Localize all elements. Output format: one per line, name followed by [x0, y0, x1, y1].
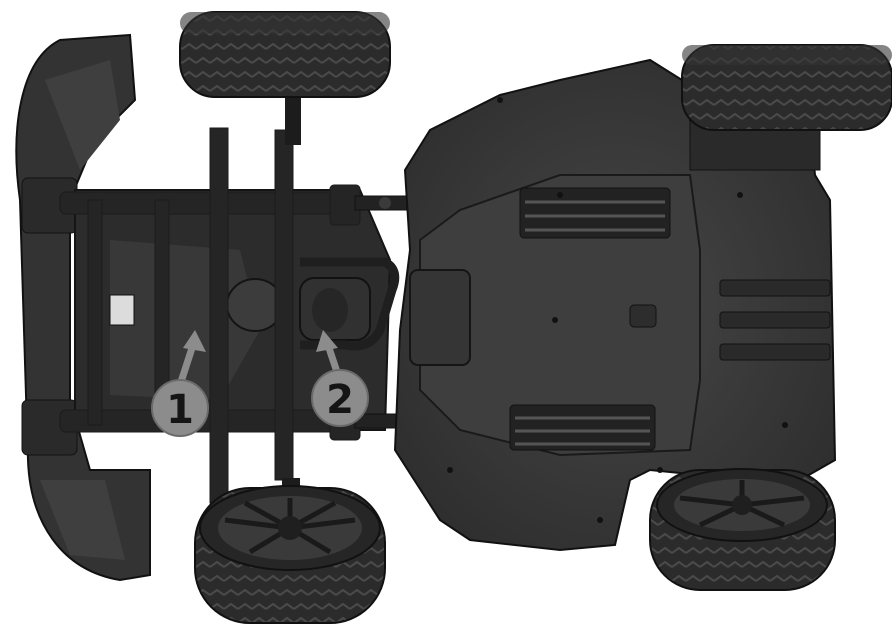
callout-arrow-1 — [176, 330, 206, 387]
callout-label-2: 2 — [326, 377, 354, 423]
callout-marker-2: 2 — [311, 369, 369, 427]
gearbox — [226, 277, 371, 341]
callout-label-1: 1 — [166, 387, 194, 433]
wheel-rear-top — [681, 44, 892, 171]
main-body — [393, 58, 837, 552]
wheel-front-bottom — [194, 478, 386, 624]
callout-marker-1: 1 — [151, 379, 209, 437]
wheel-rear-bottom — [649, 468, 836, 591]
steering-rod — [300, 257, 400, 351]
front-bumper — [15, 33, 151, 582]
wheel-front-top — [179, 11, 391, 145]
chassis-frame — [59, 127, 361, 504]
